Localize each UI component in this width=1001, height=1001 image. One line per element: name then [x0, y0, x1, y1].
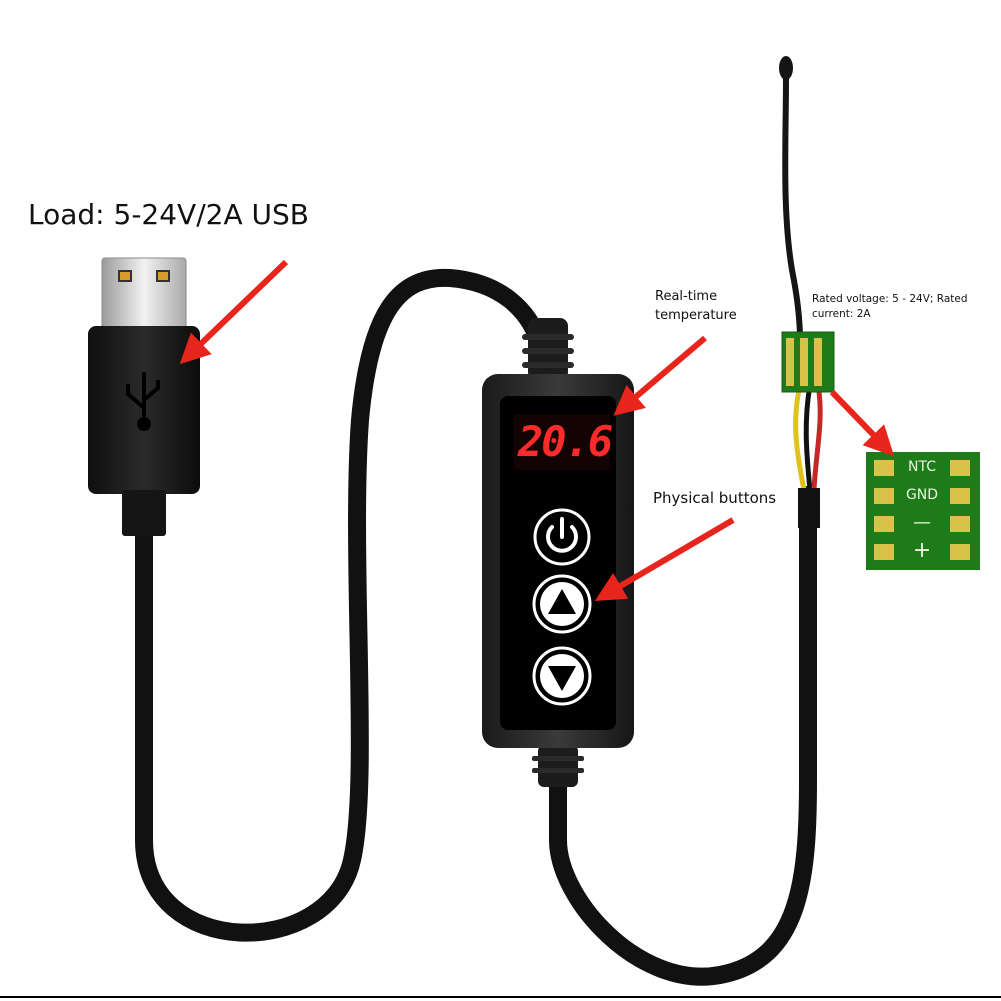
arrow-buttons: [594, 517, 735, 602]
down-button[interactable]: [532, 646, 592, 706]
up-arrow-icon: [548, 589, 576, 614]
strain-relief-bottom: [532, 745, 584, 787]
usb-icon: [126, 372, 160, 431]
label-cover: [780, 486, 796, 526]
physical-buttons-label: Physical buttons: [653, 489, 777, 507]
usb-plug: [88, 257, 200, 536]
usb-cable: [135, 268, 549, 942]
cable-end-sleeve: [798, 488, 820, 528]
realtime-temperature-label: Real-time temperature: [655, 287, 765, 325]
up-button[interactable]: [532, 574, 592, 634]
realtime-label-line2: temperature: [655, 308, 737, 323]
arrow-usb: [179, 259, 289, 365]
pcb-pinout: [866, 452, 980, 570]
arrow-pcb: [829, 389, 895, 457]
power-icon: [546, 517, 578, 553]
strain-relief-top: [522, 318, 574, 380]
probe-pcb: [781, 331, 835, 393]
ntc-probe: [779, 56, 823, 493]
pad-label-gnd: GND: [905, 487, 939, 503]
load-label: Load: 5-24V/2A USB: [28, 198, 309, 231]
power-button[interactable]: [533, 508, 591, 566]
sensor-cable: [549, 486, 817, 986]
realtime-label-line1: Real-time: [655, 289, 718, 304]
rated-voltage-label: Rated voltage: 5 - 24V; Rated current: 2…: [812, 293, 968, 320]
temperature-readout: 20.6: [518, 417, 613, 466]
down-arrow-icon: [548, 666, 576, 691]
pad-label-ntc: NTC: [908, 459, 936, 475]
pad-label-plus: +: [912, 538, 932, 563]
pad-label-minus: —: [913, 512, 931, 533]
annotation-arrows: [179, 259, 895, 602]
arrow-display: [613, 335, 707, 416]
